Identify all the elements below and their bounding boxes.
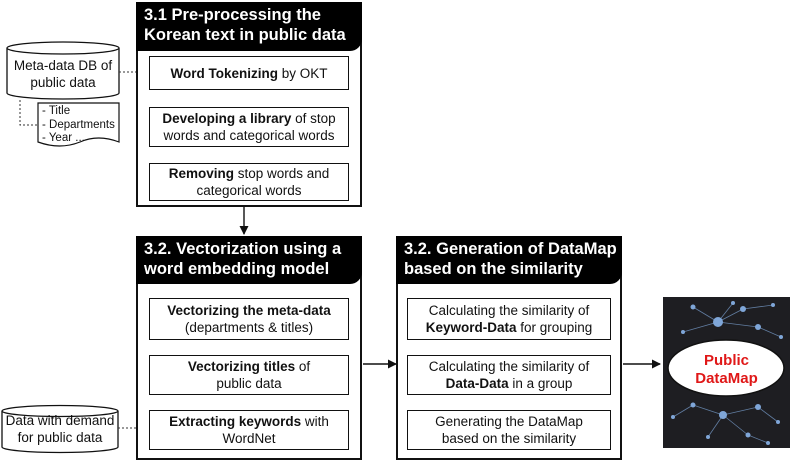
step-vectorizing-metadata: Vectorizing the meta-data (departments &… — [149, 298, 349, 340]
generation-panel-title: 3.2. Generation of DataMap based on the … — [396, 236, 622, 284]
step-word-tokenizing-bold: Word Tokenizing — [170, 65, 278, 81]
step-data-data-line-1: Calculating the similarity of — [428, 359, 590, 374]
step-vectorizing-metadata-line-1: Vectorizing the meta-data — [167, 302, 331, 319]
metadata-fields-list: - Title - Departments - Year ... — [42, 105, 115, 146]
step-keyword-data-rest: for grouping — [516, 320, 593, 335]
step-generating-datamap-line-2: based on the similarity — [441, 431, 577, 446]
demand-db-cylinder — [1, 404, 119, 454]
step-generating-datamap: Generating the DataMap based on the simi… — [407, 410, 611, 450]
step-word-tokenizing: Word Tokenizing by OKT — [149, 56, 349, 90]
demand-db-label: Data with demand for public data — [2, 412, 118, 446]
generation-title-line-1: 3.2. Generation of DataMap — [404, 240, 617, 258]
metadata-db-label-line-1: Meta-data DB of — [13, 58, 113, 73]
step-data-data-bold: Data-Data — [445, 376, 509, 391]
step-keyword-data-line-1: Calculating the similarity of — [428, 303, 590, 318]
step-removing-stop-words: Removing stop words and categorical word… — [149, 163, 349, 201]
step-vectorizing-metadata-line-2: (departments & titles) — [184, 320, 314, 335]
step-data-data-similarity: Calculating the similarity of Data-Data … — [407, 355, 611, 395]
vectorization-title-line-2: word embedding model — [144, 260, 330, 278]
db-to-fields-link — [19, 100, 37, 126]
step-vectorizing-titles-bold: Vectorizing titles — [187, 359, 296, 374]
step-keyword-data-line-2: Keyword-Data for grouping — [426, 319, 593, 336]
field-title: - Title — [42, 105, 71, 117]
demand-db-label-line-2: for public data — [17, 430, 103, 445]
step-vectorizing-titles-line-1: Vectorizing titles of — [188, 358, 310, 375]
step-extracting-keywords-line-2: WordNet — [222, 431, 276, 446]
field-year: - Year ... — [42, 132, 85, 144]
step-extracting-keywords-rest: with — [301, 414, 329, 429]
step-vectorizing-metadata-bold: Vectorizing the meta-data — [167, 303, 331, 318]
step-data-data-rest: in a group — [508, 376, 573, 391]
metadata-fields-document — [37, 102, 120, 147]
metadata-db-cylinder — [6, 41, 120, 100]
step-removing-rest: stop words and — [233, 166, 330, 181]
datamap-visualization — [663, 297, 790, 448]
metadata-db-label-line-2: public data — [30, 75, 96, 90]
step-word-tokenizing-rest: by OKT — [277, 65, 328, 81]
step-extracting-keywords-bold: Extracting keywords — [169, 414, 302, 429]
step-vectorizing-titles: Vectorizing titles of public data — [149, 355, 349, 395]
public-datamap-label: Public DataMap — [664, 338, 789, 402]
step-developing-library-bold: Developing a library — [162, 111, 292, 126]
preprocessing-panel: 3.1 Pre-processing the Korean text in pu… — [136, 2, 362, 207]
step-developing-library-rest: of stop — [291, 111, 336, 126]
step-vectorizing-titles-rest: of — [295, 359, 311, 374]
vectorization-title-line-1: 3.2. Vectorization using a — [144, 240, 342, 258]
step-vectorizing-titles-line-2: public data — [216, 376, 282, 391]
step-word-tokenizing-text: Word Tokenizing by OKT — [170, 65, 327, 82]
vectorization-panel-title: 3.2. Vectorization using a word embeddin… — [136, 236, 362, 284]
preprocessing-title-line-1: 3.1 Pre-processing the — [144, 6, 321, 24]
step-removing-line-1: Removing stop words and — [169, 165, 330, 182]
generation-panel: 3.2. Generation of DataMap based on the … — [396, 236, 622, 460]
step-removing-bold: Removing — [168, 166, 234, 181]
step-keyword-data-similarity: Calculating the similarity of Keyword-Da… — [407, 298, 611, 340]
preprocessing-panel-title: 3.1 Pre-processing the Korean text in pu… — [136, 2, 362, 51]
step-developing-library-line-1: Developing a library of stop — [162, 110, 335, 127]
step-keyword-data-bold: Keyword-Data — [425, 320, 517, 335]
step-developing-library-line-2: words and categorical words — [163, 128, 335, 143]
field-departments: - Departments — [42, 118, 115, 131]
demand-db-label-line-1: Data with demand — [5, 413, 115, 428]
public-datamap-line-1: Public — [703, 352, 749, 369]
datamap-network-graphic — [667, 301, 785, 445]
step-generating-datamap-line-1: Generating the DataMap — [435, 414, 583, 429]
metadata-db-label: Meta-data DB of public data — [7, 57, 119, 91]
step-developing-library: Developing a library of stop words and c… — [149, 107, 349, 147]
public-datamap-line-2: DataMap — [695, 370, 758, 387]
generation-title-line-2: based on the similarity — [404, 260, 583, 278]
preprocessing-title-line-2: Korean text in public data — [144, 26, 346, 44]
step-removing-line-2: categorical words — [196, 183, 302, 198]
step-extracting-keywords-line-1: Extracting keywords with — [169, 413, 329, 430]
step-extracting-keywords: Extracting keywords with WordNet — [149, 410, 349, 450]
vectorization-panel: 3.2. Vectorization using a word embeddin… — [136, 236, 362, 460]
step-data-data-line-2: Data-Data in a group — [446, 375, 573, 392]
